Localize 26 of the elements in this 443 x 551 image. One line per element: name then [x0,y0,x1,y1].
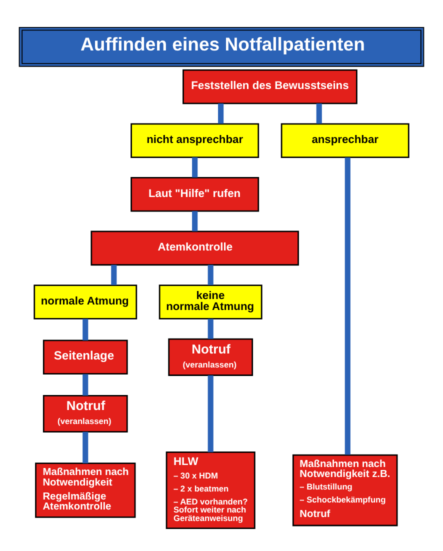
connector [82,374,88,396]
node-box: Laut "Hilfe" rufen [130,176,260,212]
connector [192,210,198,231]
diagram-title: Auffinden eines Notfallpatienten [80,33,365,54]
connector [218,103,224,124]
node-box: Maßnahmen nach Notwendigkeit Regelmäßige Atemkontrolle [35,462,136,518]
node-box: ansprechbar [280,122,410,158]
connector [208,264,214,285]
node-box: Feststellen des Bewusstseins [182,68,358,104]
connector [316,103,322,124]
connector [344,156,350,454]
node-box: Notruf (veranlassen) [168,338,254,376]
connector [111,264,117,285]
connector [82,431,88,463]
node-box: nicht ansprechbar [130,122,260,158]
connector [208,374,214,452]
node-box: HLW – 30 x HDM – 2 x beatmen – AED vorhanden? Sofort weiter nach Geräteanweisung [166,451,256,528]
connector [208,318,214,338]
connector [192,156,198,177]
node-box: Maßnahmen nach Notwendigkeit z.B. – Blutstillung – Schockbekämpfung Notruf [292,454,398,526]
node-box: Notruf (veranlassen) [42,394,128,432]
node-box: normale Atmung [34,284,138,319]
node-box: keine normale Atmung [158,284,262,319]
node-box: Seitenlage [42,339,128,374]
connector [82,318,88,340]
node-box: Atemkontrolle [90,230,299,266]
